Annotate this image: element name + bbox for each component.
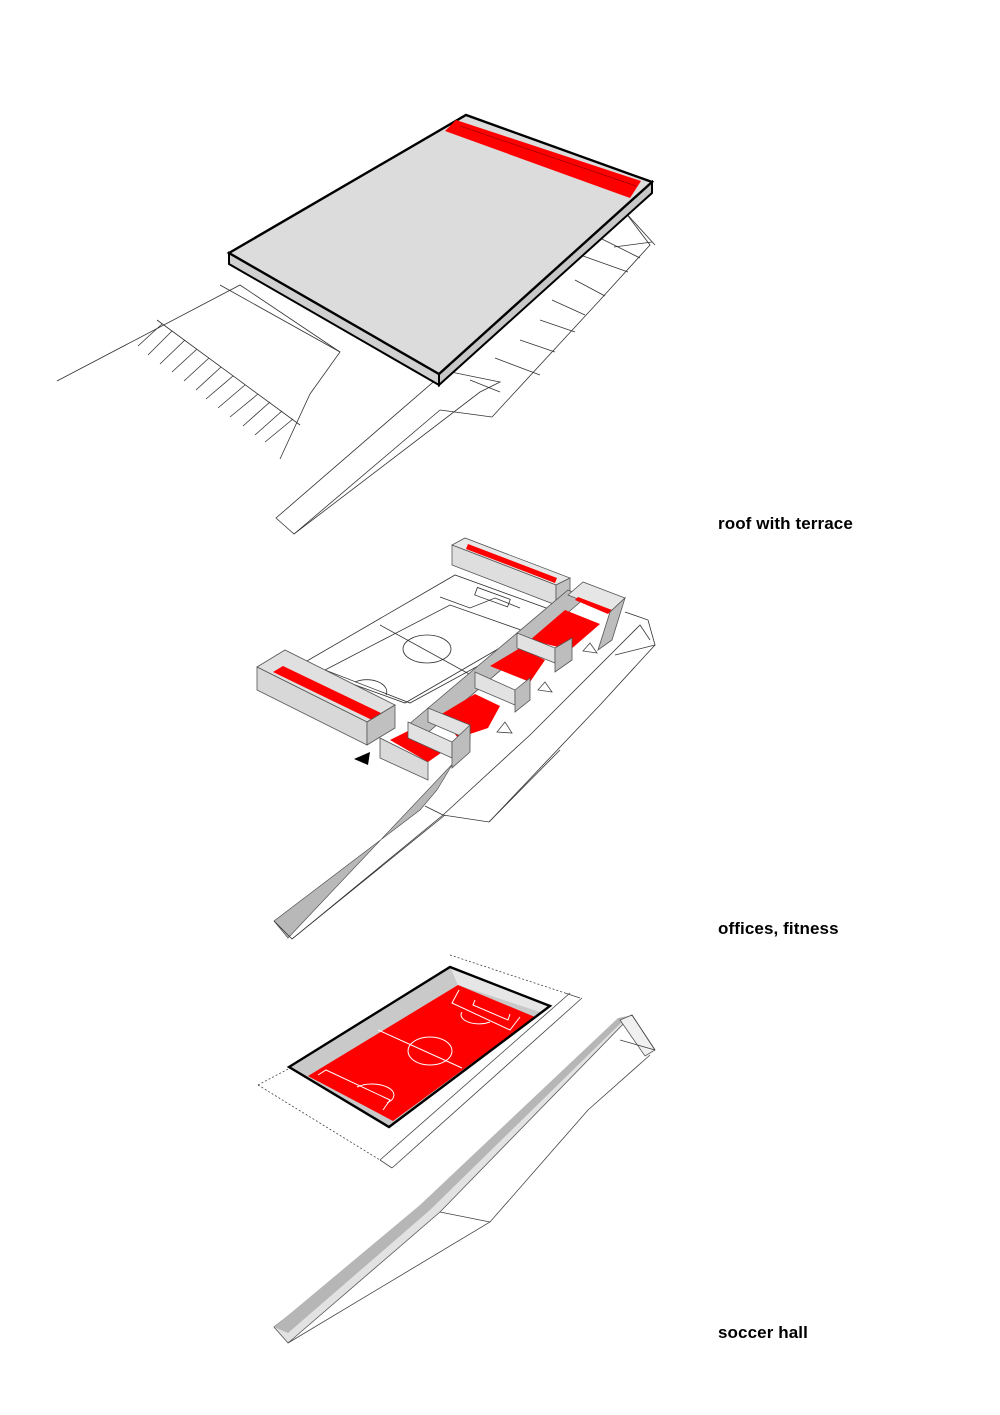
office-floor-3 (490, 648, 545, 682)
layer-label-hall: soccer hall (718, 1323, 808, 1342)
offices-ramp (273, 611, 656, 940)
hall-side-strips (379, 992, 583, 1169)
hall-wedge (273, 1014, 656, 1344)
roof-terrace (445, 120, 641, 198)
layer-offices (256, 537, 656, 940)
east-wing-offices (379, 581, 626, 781)
layer-hall (257, 954, 656, 1344)
layer-label-roof: roof with terrace (718, 514, 853, 533)
soccer-pitch (286, 965, 553, 1129)
hall-site-outline (257, 954, 566, 1161)
layer-label-offices: offices, fitness (718, 919, 839, 938)
entrance-arrow-icon (354, 752, 370, 765)
pitch-markings (317, 989, 521, 1111)
north-stand-box (451, 537, 571, 606)
office-floor-1 (390, 730, 448, 762)
roof-site-context (56, 211, 656, 535)
west-wing-box (256, 649, 396, 746)
roof-slab-top (226, 113, 655, 376)
pitch-surface (308, 985, 535, 1121)
layer-roof (56, 113, 656, 535)
office-floor-4 (530, 610, 600, 650)
parking-stalls (137, 323, 294, 443)
